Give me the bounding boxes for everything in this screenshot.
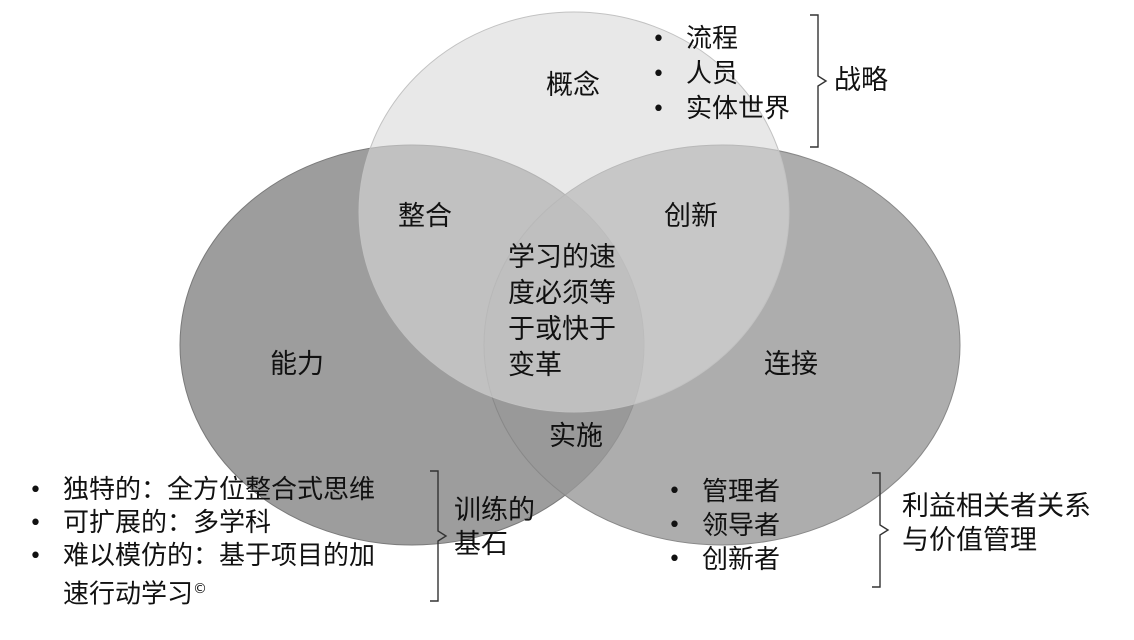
list-item: 独特的：全方位整合式思维 — [25, 474, 375, 507]
list-item: 领导者 — [664, 509, 780, 543]
list-item: 流程 — [648, 22, 790, 57]
stakeholder-label-line: 与价值管理 — [902, 525, 1037, 556]
list-item-text: 难以模仿的：基于项目的加 — [63, 541, 376, 571]
stakeholder-label-line: 利益相关者关系 — [902, 491, 1091, 522]
implementation-label: 实施 — [549, 421, 603, 452]
center-text: 学习的速 度必须等 于或快于 变革 — [508, 240, 638, 384]
training-label-line: 训练的 — [454, 495, 535, 526]
copyright-mark: © — [193, 581, 208, 597]
stakeholder-list: 管理者 领导者 创新者 — [664, 475, 780, 577]
concept-label: 概念 — [546, 70, 600, 101]
capability-label: 能力 — [270, 349, 324, 380]
stakeholder-bracket — [872, 472, 890, 588]
center-line: 度必须等 — [508, 278, 616, 309]
strategy-label: 战略 — [834, 65, 888, 96]
list-item-text: 速行动学习 — [63, 579, 194, 610]
list-item: 实体世界 — [648, 92, 790, 127]
center-line: 学习的速 — [508, 242, 616, 273]
center-line: 于或快于 — [508, 314, 616, 345]
training-label-line: 基石 — [454, 529, 508, 560]
list-item: 管理者 — [664, 475, 780, 509]
strategy-bracket — [810, 14, 828, 148]
center-line: 变革 — [508, 350, 562, 381]
stakeholder-label: 利益相关者关系 与价值管理 — [902, 490, 1091, 558]
list-item: 创新者 — [664, 543, 780, 577]
training-bracket — [430, 470, 448, 602]
list-item: 可扩展的：多学科 — [25, 507, 375, 540]
strategy-list: 流程 人员 实体世界 — [648, 22, 790, 127]
integration-label: 整合 — [398, 201, 452, 232]
training-label: 训练的 基石 — [454, 494, 535, 562]
list-item: 人员 — [648, 57, 790, 92]
connection-label: 连接 — [764, 349, 818, 380]
innovation-label: 创新 — [664, 201, 718, 232]
